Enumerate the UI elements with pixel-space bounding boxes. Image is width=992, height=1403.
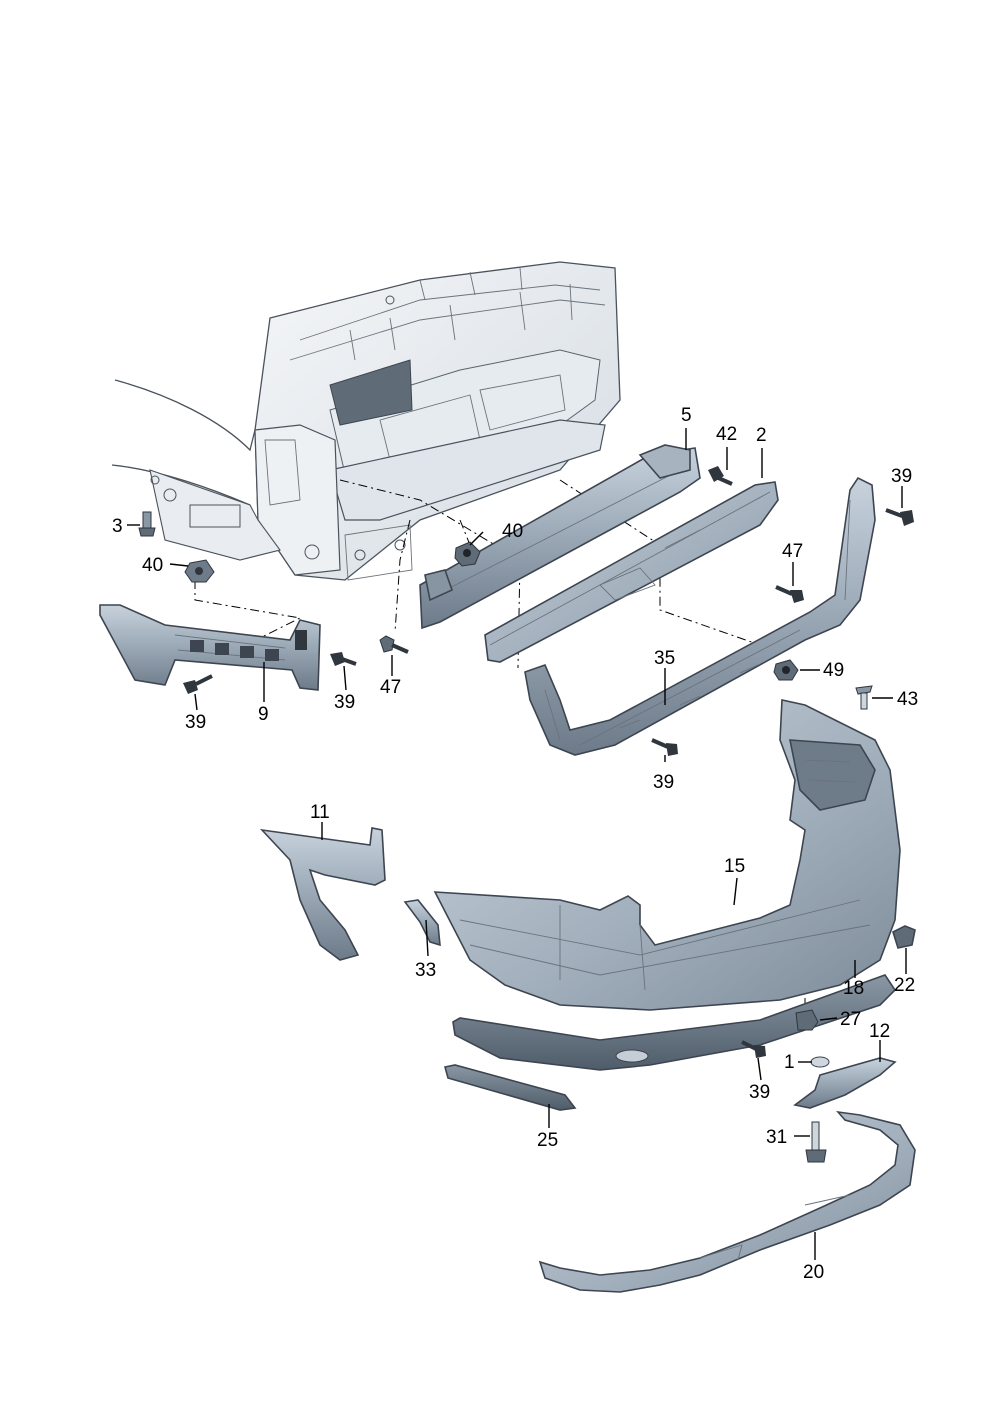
- callout-40-left: 40: [142, 555, 163, 576]
- callout-39-left: 39: [185, 712, 206, 733]
- fastener-42-screw: [708, 466, 733, 486]
- callout-12: 12: [869, 1021, 890, 1042]
- fastener-39a-screw: [885, 508, 914, 526]
- callout-1: 1: [784, 1052, 795, 1073]
- part-22-cap: [892, 925, 916, 949]
- part-11-side-spoiler: [259, 827, 386, 961]
- fastener-39b-screw: [183, 674, 213, 694]
- callout-22: 22: [894, 975, 915, 996]
- callout-39-lower: 39: [749, 1082, 770, 1103]
- fastener-39c-screw: [330, 652, 357, 666]
- callout-27: 27: [840, 1009, 861, 1030]
- callout-42: 42: [716, 424, 737, 445]
- part-12-plate: [793, 1056, 897, 1109]
- part-9-bracket: [99, 604, 321, 691]
- fastener-40b-nut: [454, 541, 481, 567]
- callout-3: 3: [112, 516, 123, 537]
- callout-39-bracket: 39: [334, 692, 355, 713]
- callout-40-right: 40: [502, 521, 523, 542]
- part-2-absorber: [484, 481, 779, 663]
- part-18-lower-trim: [452, 974, 897, 1071]
- part-15-bumper-cover: [433, 699, 901, 1011]
- callout-11: 11: [310, 802, 330, 823]
- callout-9: 9: [258, 704, 269, 725]
- callout-39-top-right: 39: [891, 466, 912, 487]
- part-5-reinforcement: [419, 444, 701, 630]
- fastener-47b-screw: [775, 585, 804, 603]
- callout-20: 20: [803, 1262, 824, 1283]
- part-20-diffuser: [538, 1110, 916, 1293]
- part-35-guide-bracket: [524, 476, 876, 756]
- fastener-31-bolt: [805, 1121, 827, 1163]
- fastener-43-clip: [855, 685, 873, 710]
- part-25-strip: [444, 1064, 577, 1111]
- fastener-39e-screw: [741, 1040, 766, 1058]
- callout-31: 31: [766, 1127, 787, 1148]
- fastener-3-clip: [138, 511, 156, 537]
- callout-5: 5: [681, 405, 692, 426]
- callout-33: 33: [415, 960, 436, 981]
- fastener-47a-screw: [379, 635, 409, 654]
- callout-47-left: 47: [380, 677, 401, 698]
- leader-lines: [127, 428, 907, 1260]
- fastener-40a-nut: [184, 559, 215, 583]
- callout-43: 43: [897, 689, 918, 710]
- callout-15: 15: [724, 856, 745, 877]
- callout-35: 35: [654, 648, 675, 669]
- part-33-strip: [403, 899, 441, 947]
- callout-25: 25: [537, 1130, 558, 1151]
- callout-39-middle: 39: [653, 772, 674, 793]
- fastener-27-clip: [795, 1009, 819, 1031]
- callout-2: 2: [756, 425, 767, 446]
- fasteners: [138, 466, 914, 1163]
- fastener-39d-screw: [651, 738, 678, 756]
- callout-47-right: 47: [782, 541, 803, 562]
- fastener-49-nut: [773, 659, 799, 681]
- callout-49: 49: [823, 660, 844, 681]
- callout-labels: 3 40 5 42 2 39 40 47 49 43 35 39 47 39 9…: [112, 405, 918, 1283]
- callout-18: 18: [843, 978, 864, 999]
